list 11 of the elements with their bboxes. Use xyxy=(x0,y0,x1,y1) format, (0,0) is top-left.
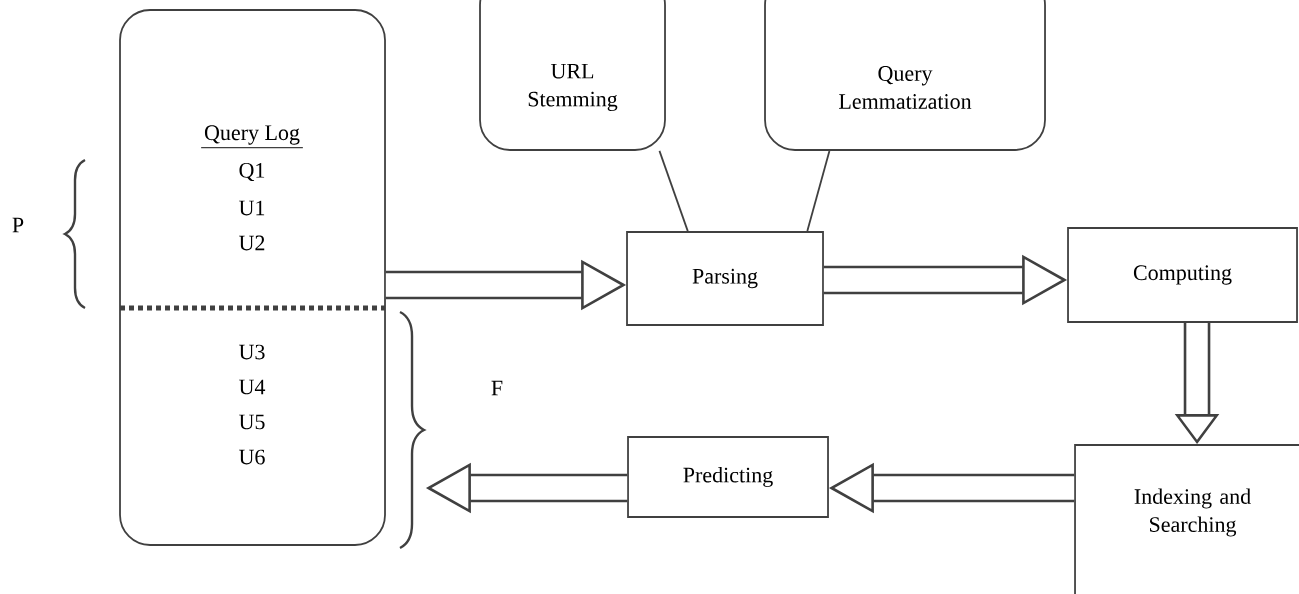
process-box: Indexing and Searching xyxy=(1074,444,1299,594)
query-log-box: Query Log Q1 U1 U2 U3 U4 U5 U6 xyxy=(119,9,386,546)
rounded-box: Query Lemmatization xyxy=(764,0,1046,151)
connector-line xyxy=(806,150,831,232)
rounded-box: URL Stemming xyxy=(479,0,666,151)
connector-line xyxy=(658,150,689,232)
process-box: Parsing xyxy=(626,231,824,326)
process-box: Computing xyxy=(1067,227,1298,323)
brace-label: F xyxy=(491,380,503,396)
brace-label: P xyxy=(12,217,24,233)
process-box: Predicting xyxy=(627,436,829,518)
